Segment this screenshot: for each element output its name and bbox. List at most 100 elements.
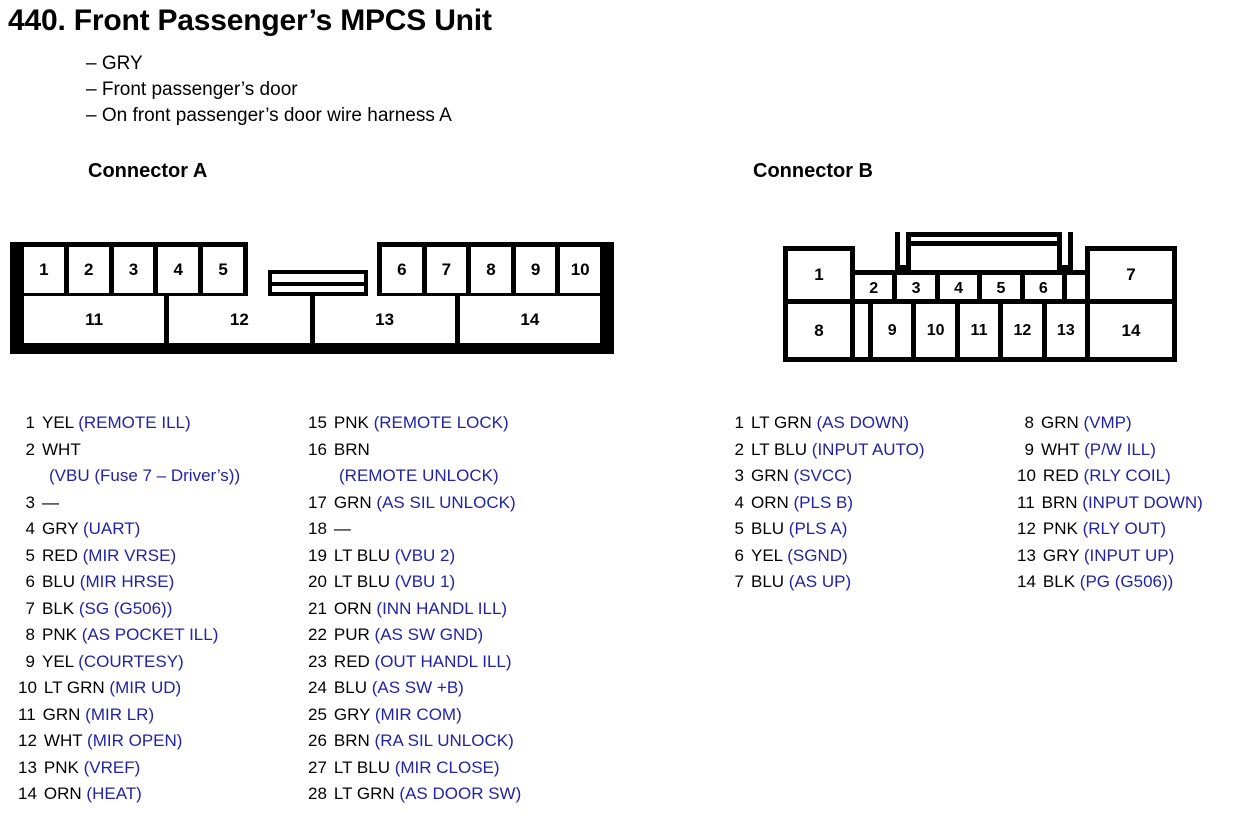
subtitle-line-harness: – On front passenger’s door wire harness…	[86, 105, 452, 126]
pin-body: ORN (PLS B)	[751, 490, 1017, 517]
pin-body: LT GRN (MIR UD)	[44, 675, 308, 702]
connector-a-bottom-rail	[19, 348, 605, 354]
connector-a-pin-cell: 13	[315, 296, 460, 343]
connector-a-pin-cell: 11	[24, 296, 170, 343]
connector-a-pin-cell: 3	[113, 247, 159, 293]
pin-number: 17	[308, 492, 327, 512]
pin-body: LT BLU (MIR CLOSE)	[334, 755, 608, 782]
pin-body: BLU (AS SW +B)	[334, 675, 608, 702]
pin-wire-color: LT BLU	[333, 757, 390, 777]
subtitle-line-door: – Front passenger’s door	[86, 79, 298, 100]
pin-body: PNK (REMOTE LOCK)	[334, 410, 608, 437]
pin-signal-label: (INN HANDL ILL)	[371, 598, 508, 618]
pin-number: 5	[734, 519, 744, 538]
pin-wire-color: LT GRN	[751, 413, 812, 432]
pin-signal-label-wrapped: (REMOTE UNLOCK)	[339, 466, 499, 485]
pin-number: 18	[308, 519, 327, 538]
pin-number: 9	[1024, 439, 1034, 459]
pin-body: PNK (RLY OUT)	[1043, 516, 1254, 543]
pin-wire-color: WHT	[1041, 439, 1080, 459]
pin-wire-color: GRN	[333, 492, 372, 512]
connector-b-pin-cell: 7	[1085, 246, 1177, 304]
connector-b-pin-cell: 12	[1003, 304, 1047, 357]
pin-number: 9	[25, 651, 35, 671]
pin-body: LT GRN (AS DOOR SW)	[334, 781, 608, 808]
connector-b-post-right	[1057, 232, 1073, 270]
pin-signal-label: (INPUT UP)	[1079, 545, 1175, 565]
pin-body: PUR (AS SW GND)	[334, 622, 608, 649]
pin-number: 25	[308, 704, 327, 724]
pin-body: —	[42, 490, 308, 517]
pin-wire-color: LT BLU	[333, 545, 390, 565]
pin-number: 2	[734, 439, 744, 459]
pin-wire-color: BLU	[42, 572, 76, 591]
connector-a-notch-bottom-right	[605, 354, 614, 362]
pin-signal-label: (COURTESY)	[73, 651, 184, 671]
subtitle-block: – GRY – Front passenger’s door – On fron…	[86, 51, 452, 129]
pin-number: 8	[25, 625, 35, 644]
pin-wire-color: BLU	[751, 572, 785, 591]
pin-signal-label: (UART)	[78, 519, 141, 538]
pin-body: RED (RLY COIL)	[1043, 463, 1254, 490]
pin-body: GRN (VMP)	[1041, 410, 1254, 437]
connector-a-pin-cell: 1	[24, 247, 69, 293]
pin-body: YEL (SGND)	[751, 543, 1017, 570]
pin-body: RED (MIR VRSE)	[42, 543, 308, 570]
pin-number: 21	[308, 598, 327, 618]
connector-b-pin-cell: 4	[940, 275, 983, 299]
pin-signal-label: (RA SIL UNLOCK)	[369, 731, 514, 750]
pin-number: 6	[25, 572, 35, 591]
pin-row: 6 BLU (MIR HRSE)	[18, 569, 308, 596]
pin-signal-label: (VREF)	[78, 757, 141, 777]
pin-signal-label: (AS SW GND)	[369, 625, 484, 644]
connector-a-notch-top-left	[10, 234, 19, 242]
pin-wire-color: PNK	[333, 413, 369, 432]
pin-number: 14	[1017, 572, 1036, 591]
connector-a-pin-cell: 10	[560, 247, 600, 293]
pin-wire-color: WHT	[43, 731, 83, 750]
page-title: 440. Front Passenger’s MPCS Unit	[8, 4, 492, 37]
pin-signal-label: (INPUT AUTO)	[807, 439, 925, 459]
pin-body: GRN (MIR LR)	[43, 702, 308, 729]
connector-b-pin-cell: 2	[855, 275, 898, 299]
pin-number: 20	[308, 572, 327, 591]
pin-number: 1	[25, 413, 35, 432]
pin-signal-label: (INPUT DOWN)	[1077, 492, 1203, 512]
connector-a-pin-cell: 14	[520, 309, 540, 329]
pin-wire-color: YEL	[42, 651, 74, 671]
pin-wire-color: —	[333, 519, 351, 538]
pin-wire-color: GRN	[42, 704, 81, 724]
pin-signal-label: (AS DOWN)	[811, 413, 910, 432]
connector-b-inner-bottom-row: 9 10 11 12 13	[850, 304, 1090, 362]
connector-b-pin-cell: 6	[1025, 275, 1068, 299]
connector-b-heading: Connector B	[753, 160, 873, 182]
connector-b-pin-cell: 14	[1085, 304, 1177, 362]
pin-number: 7	[25, 598, 35, 618]
connector-a-latch-bar	[272, 282, 364, 286]
pin-wire-color: BRN	[333, 439, 370, 459]
pin-signal-label: (SGND)	[782, 545, 848, 565]
pin-signal-label: (MIR OPEN)	[82, 731, 183, 750]
pin-signal-label: (MIR COM)	[370, 704, 462, 724]
pin-body: PNK (VREF)	[44, 755, 308, 782]
pin-signal-label: (MIR HRSE)	[75, 572, 175, 591]
pin-signal-label: (OUT HANDL ILL)	[369, 651, 512, 671]
pin-body: GRY (INPUT UP)	[1043, 543, 1254, 570]
connector-a-pin-cell: 8	[471, 247, 516, 293]
connector-a-pin-cell: 2	[68, 247, 114, 293]
